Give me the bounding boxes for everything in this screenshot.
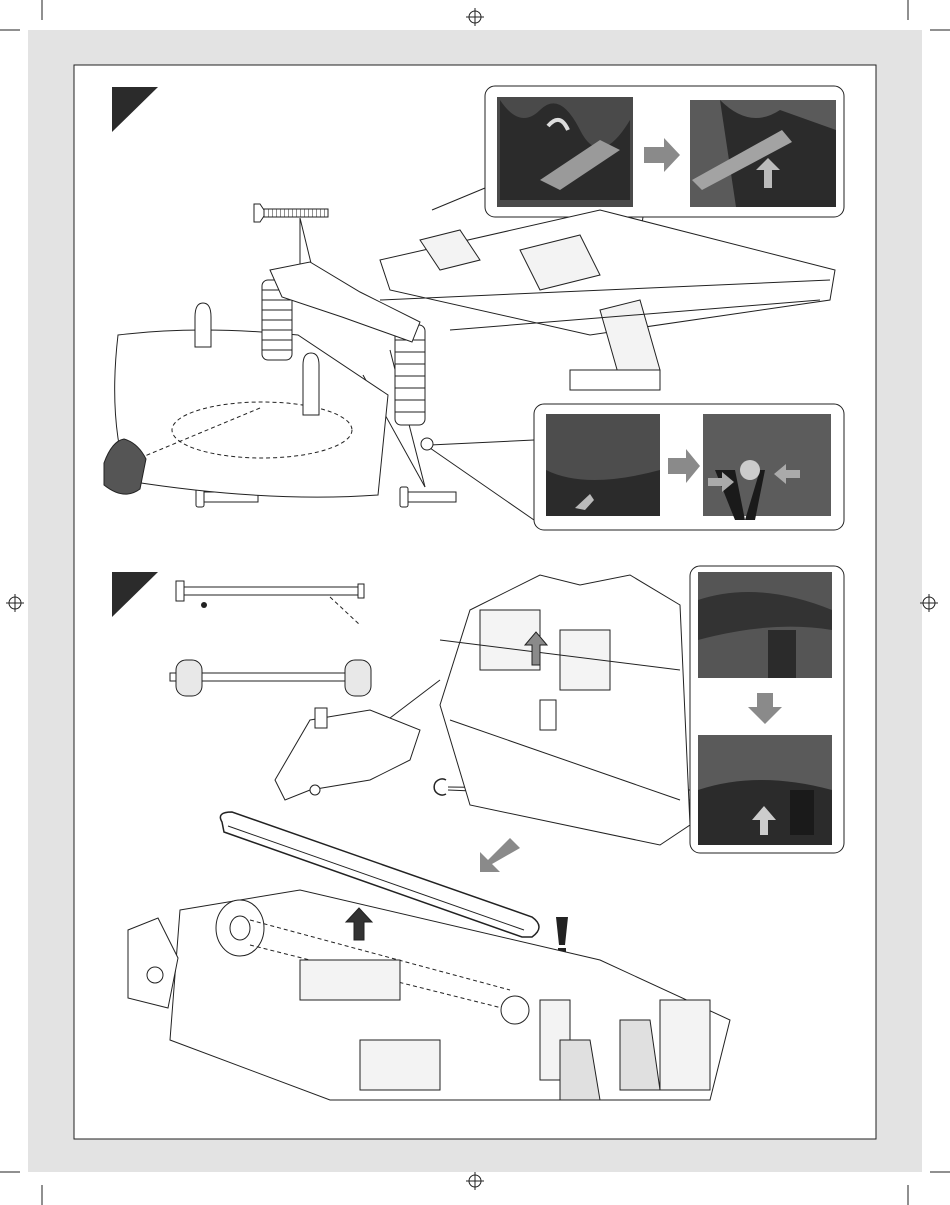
chassis [440, 575, 690, 845]
inset-right [690, 566, 844, 853]
bullet-dot-icon [201, 602, 207, 608]
inset-top [485, 86, 844, 217]
inset-photo [703, 414, 831, 516]
inset-bottom [534, 404, 844, 530]
